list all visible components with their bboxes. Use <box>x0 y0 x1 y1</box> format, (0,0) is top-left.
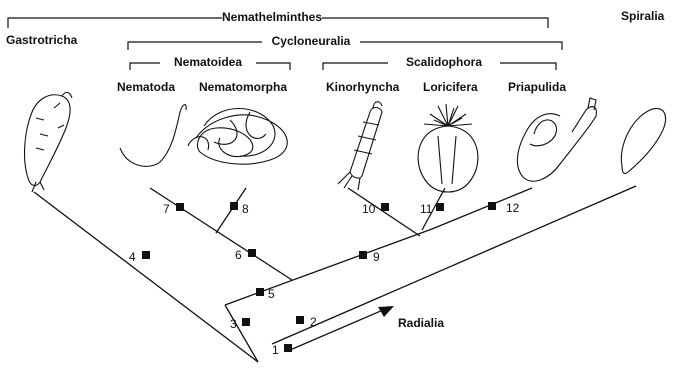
marker-9 <box>359 251 367 259</box>
tree-branches <box>34 186 636 362</box>
taxon-label-gastrotricha: Gastrotricha <box>6 33 78 47</box>
marker-12 <box>488 202 496 210</box>
group-label-scalidophora: Scalidophora <box>406 55 482 69</box>
group-label-nematoidea: Nematoidea <box>174 55 242 69</box>
branch-radialia <box>290 307 390 350</box>
kinorhynch-illustration <box>338 102 382 190</box>
marker-1 <box>284 344 292 352</box>
marker-label-9: 9 <box>373 250 380 264</box>
marker-4 <box>142 251 150 259</box>
group-label-cycloneuralia: Cycloneuralia <box>272 34 351 48</box>
marker-label-11: 11 <box>420 202 433 216</box>
loriciferan-illustration <box>418 104 478 192</box>
marker-label-7: 7 <box>163 202 170 216</box>
taxon-label-radialia: Radialia <box>398 316 444 330</box>
gastrotrich-illustration <box>25 92 72 192</box>
taxon-label-nematoda: Nematoda <box>117 80 175 94</box>
branch-gastrotricha <box>34 192 258 362</box>
branch-kinorhyncha <box>348 188 420 236</box>
group-label-nemathelminthes: Nemathelminthes <box>222 10 322 24</box>
marker-label-6: 6 <box>235 248 242 262</box>
bracket-nemathelminthes: Nemathelminthes <box>8 10 548 28</box>
marker-10 <box>381 203 389 211</box>
nematomorph-illustration <box>188 109 287 165</box>
taxon-label-spiralia: Spiralia <box>621 9 665 23</box>
branch-nematoda <box>150 188 292 280</box>
marker-label-2: 2 <box>310 315 317 329</box>
spiralian-illustration <box>621 108 665 173</box>
marker-label-12: 12 <box>506 201 520 215</box>
marker-label-4: 4 <box>129 250 136 264</box>
taxon-label-priapulida: Priapulida <box>508 80 566 94</box>
marker-label-10: 10 <box>362 202 376 216</box>
branch-spiralia <box>272 186 636 344</box>
marker-3 <box>242 318 250 326</box>
priapulid-illustration <box>517 98 596 181</box>
marker-6 <box>248 249 256 257</box>
marker-2 <box>296 316 304 324</box>
marker-label-1: 1 <box>272 343 279 357</box>
marker-5 <box>256 288 264 296</box>
marker-8 <box>230 202 238 210</box>
marker-label-8: 8 <box>242 202 249 216</box>
branch-nemathelminthes-stem <box>225 305 258 362</box>
marker-7 <box>176 203 184 211</box>
taxon-label-kinorhyncha: Kinorhyncha <box>326 80 400 94</box>
marker-label-5: 5 <box>268 287 275 301</box>
markers: 1 2 3 4 5 6 7 8 9 10 11 12 <box>129 201 520 357</box>
taxon-label-loricifera: Loricifera <box>423 80 478 94</box>
marker-11 <box>436 203 444 211</box>
marker-label-3: 3 <box>230 317 237 331</box>
bracket-nematoidea: Nematoidea <box>130 55 290 70</box>
nematode-illustration <box>120 105 186 167</box>
bracket-cycloneuralia: Cycloneuralia <box>128 34 562 50</box>
taxon-label-nematomorpha: Nematomorpha <box>199 80 287 94</box>
bracket-scalidophora: Scalidophora <box>323 55 556 70</box>
